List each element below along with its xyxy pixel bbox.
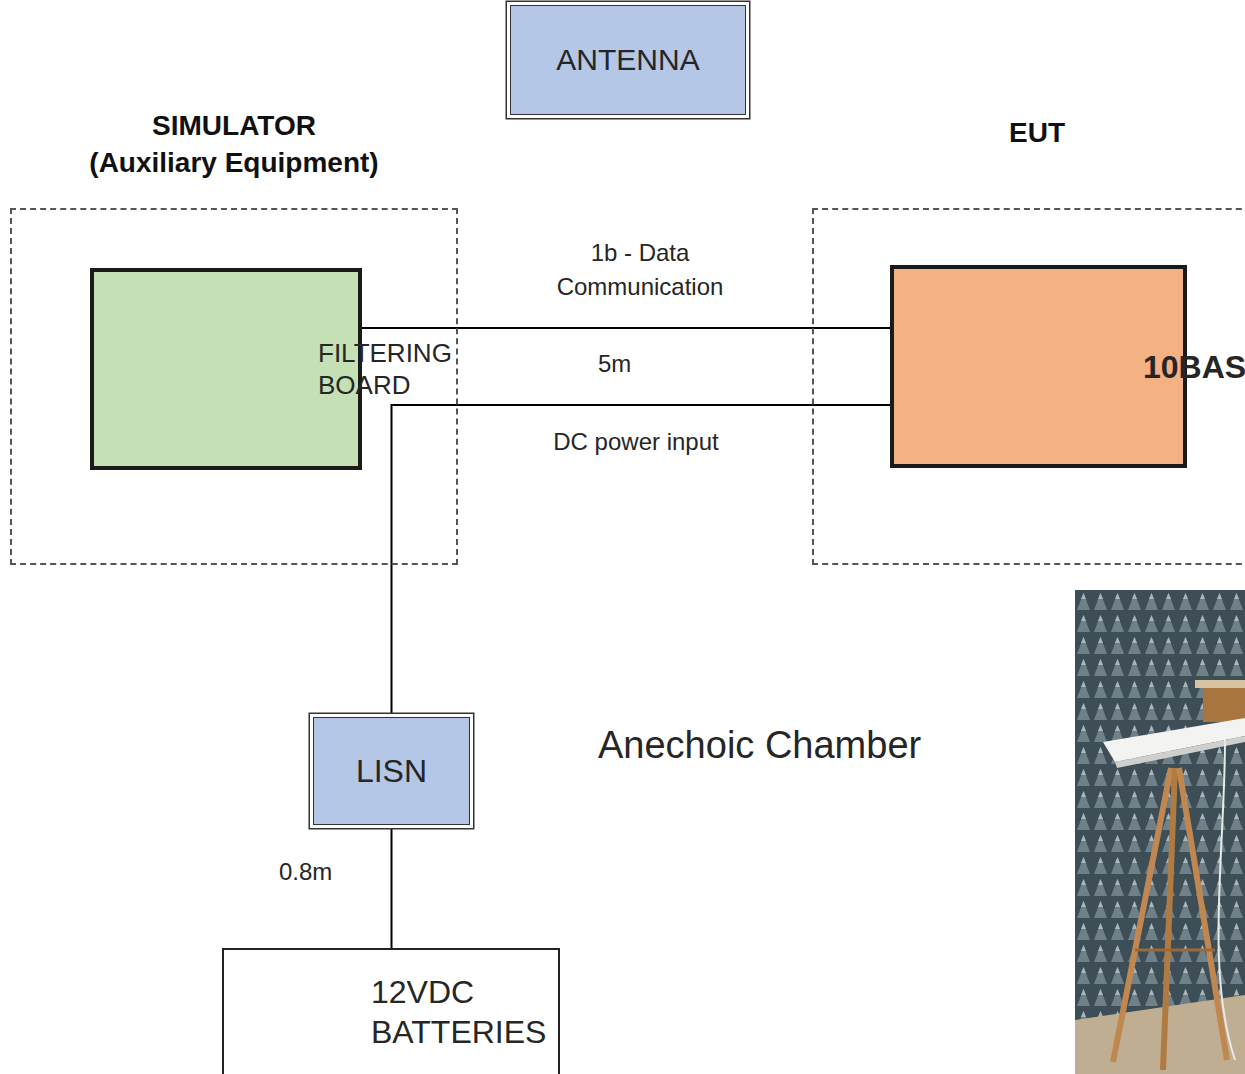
box-label: LISN <box>356 751 427 791</box>
connector-label: 1b - Data Communication <box>540 236 740 304</box>
length-label: 0.8m <box>279 858 332 886</box>
connector-label: DC power input <box>516 425 756 459</box>
box-label: 10BASE-T1S + FILTERING BOARD <box>1143 347 1183 387</box>
tripod-brace <box>1135 949 1215 952</box>
group-heading: SIMULATOR (Auxiliary Equipment) <box>89 108 379 182</box>
eut-group: 10BASE-T1S + FILTERING BOARDEUT <box>812 208 1245 565</box>
equipment-box <box>1203 686 1245 722</box>
absorber-wall <box>1075 590 1245 1074</box>
tripod-leg <box>1163 768 1175 1070</box>
connector-line <box>391 825 393 948</box>
filtering-board: FILTERING BOARD <box>90 268 362 470</box>
connector-line <box>392 405 891 717</box>
box-label: 12VDC BATTERIES <box>371 972 411 1052</box>
tripod-leg <box>1179 768 1227 1060</box>
box-label: ANTENNA <box>556 41 699 79</box>
length-label: 5m <box>598 350 631 378</box>
simulator-group: FILTERING BOARDSIMULATOR (Auxiliary Equi… <box>10 208 458 565</box>
equipment-top <box>1195 680 1245 688</box>
battery-box: 12VDC BATTERIES <box>222 948 560 1074</box>
lisn-box: LISN <box>313 717 470 825</box>
caption-text: Anechoic Chamber <box>598 724 921 767</box>
eut-board: 10BASE-T1S + FILTERING BOARD <box>890 265 1187 468</box>
chamber-photo <box>1075 590 1245 1074</box>
cable <box>1218 740 1235 1060</box>
box-label: FILTERING BOARD <box>318 337 358 402</box>
group-heading: EUT <box>1009 115 1065 152</box>
connector-line <box>362 327 890 329</box>
antenna-box: ANTENNA <box>510 5 746 115</box>
